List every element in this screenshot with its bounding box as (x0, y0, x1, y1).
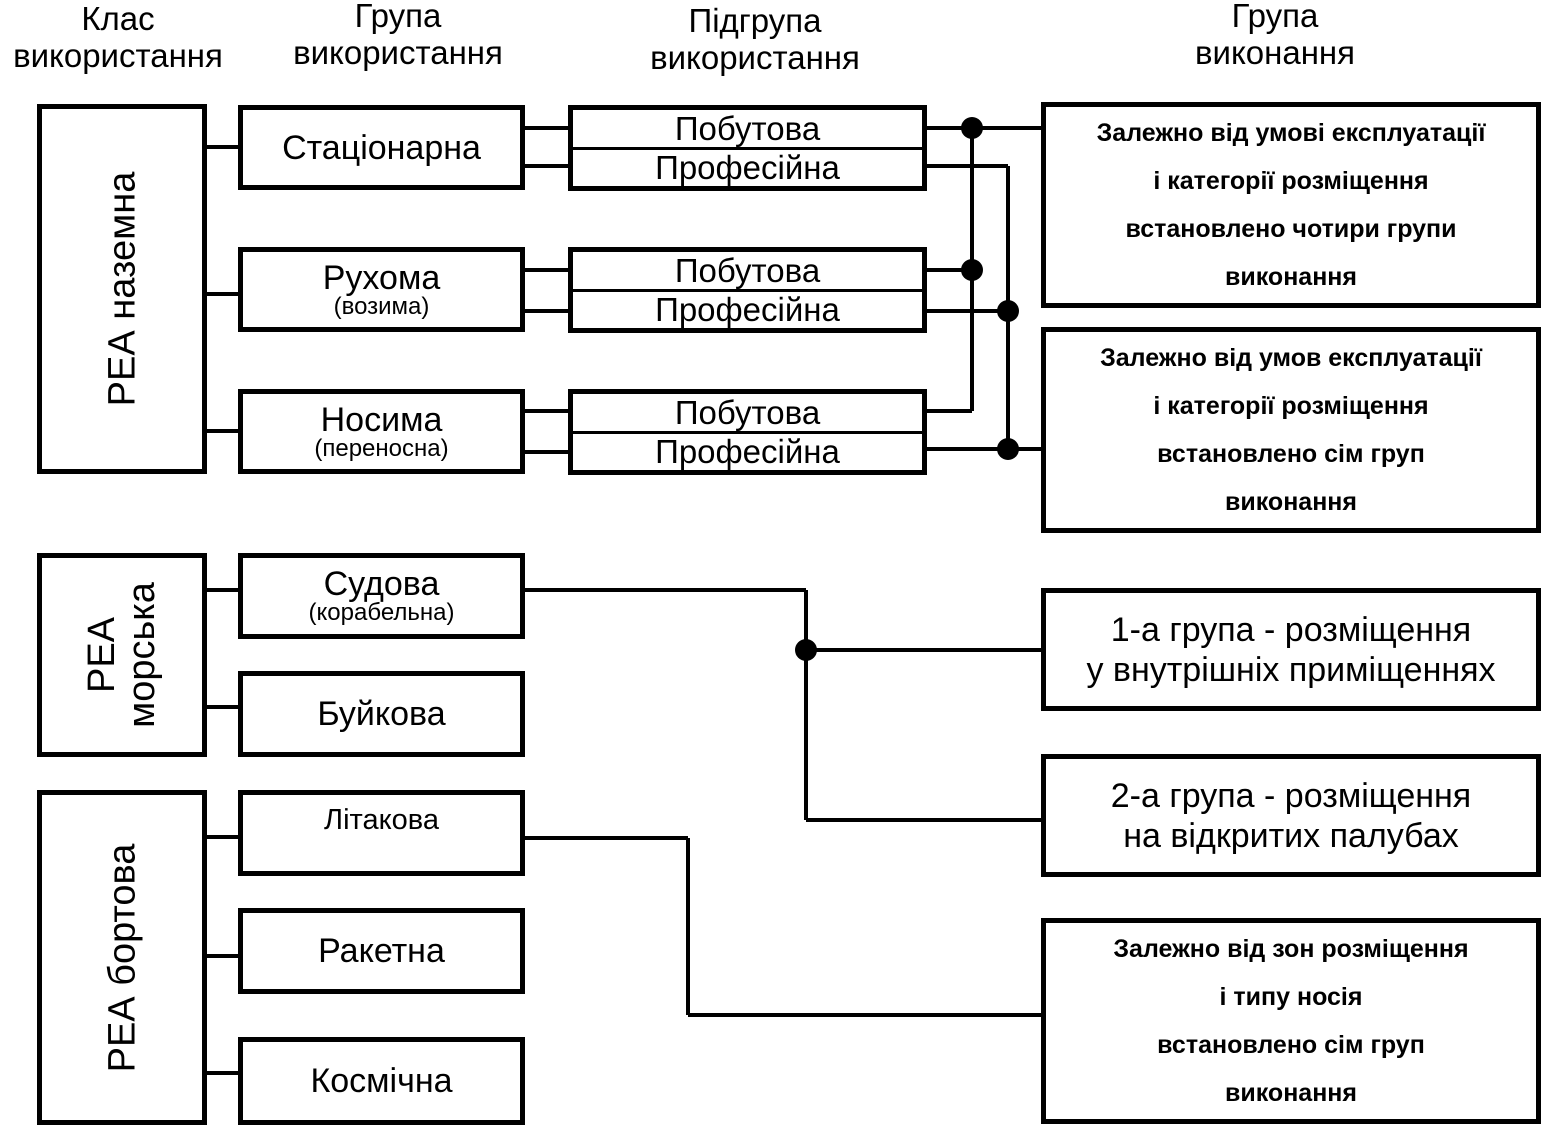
header-subgroup-line2: використання (650, 39, 860, 76)
header-subgroup: Підгрупа використання (620, 2, 890, 76)
class-label-sea-line1: РЕА (80, 616, 123, 694)
class-box-board: РЕА бортова (37, 790, 207, 1125)
group-box-buoy: Буйкова (238, 671, 525, 757)
class-box-ground: РЕА наземна (37, 104, 207, 474)
result-seven-line4: виконання (1225, 488, 1357, 516)
subgroup-professional: Професійна (655, 291, 840, 328)
result-sea2-line2: на відкритих палубах (1123, 816, 1459, 855)
header-class-line1: Клас (81, 0, 155, 37)
result-box-sea-group2: 2-а група - розміщення на відкритих палу… (1041, 754, 1541, 877)
group-note-mobile: (возима) (333, 292, 430, 320)
group-note-ship: (корабельна) (308, 599, 455, 626)
result-board-line1: Залежно від зон розміщення (1113, 935, 1469, 963)
result-sea2-line1: 2-а група - розміщення (1110, 776, 1472, 815)
class-label-ground: РЕА наземна (101, 171, 144, 407)
junction-dot (961, 117, 983, 139)
header-group: Група використання (272, 0, 524, 71)
result-four-line3: встановлено чотири групи (1125, 215, 1457, 243)
group-box-rocket: Ракетна (238, 908, 525, 994)
group-label-stationary: Стаціонарна (282, 128, 481, 167)
result-board-line2: і типу носія (1219, 983, 1363, 1011)
group-box-portable: Носима (переносна) (238, 389, 525, 474)
result-box-seven-ground: Залежно від умов експлуатації і категорі… (1041, 327, 1541, 533)
group-box-ship: Судова (корабельна) (238, 553, 525, 639)
header-group-line1: Група (354, 0, 442, 34)
subgroup-box-stationary: Побутова Професійна (568, 105, 927, 191)
class-box-sea: РЕА морська (37, 553, 207, 757)
result-four-line4: виконання (1225, 263, 1357, 291)
result-seven-line3: встановлено сім груп (1157, 440, 1425, 468)
header-group-line2: використання (293, 34, 503, 71)
result-seven-line1: Залежно від умов експлуатації (1100, 344, 1482, 372)
subgroup-box-mobile: Побутова Професійна (568, 247, 927, 333)
group-label-portable: Носима (320, 400, 443, 439)
junction-dot (997, 300, 1019, 322)
group-label-ship: Судова (323, 565, 440, 603)
subgroup-box-portable: Побутова Професійна (568, 389, 927, 475)
header-exec: Група виконання (1140, 0, 1410, 71)
group-note-portable: (переносна) (314, 434, 449, 462)
subgroup-household: Побутова (573, 394, 922, 434)
result-board-line3: встановлено сім груп (1157, 1031, 1425, 1059)
group-box-mobile: Рухома (возима) (238, 247, 525, 332)
header-class-line2: використання (13, 37, 223, 74)
group-box-aircraft: Літакова (238, 790, 525, 876)
group-label-space: Космічна (310, 1062, 453, 1100)
junction-dot (795, 639, 817, 661)
subgroup-household: Побутова (573, 252, 922, 292)
group-box-space: Космічна (238, 1037, 525, 1125)
class-label-sea-line2: морська (120, 582, 163, 728)
junction-dot (961, 259, 983, 281)
result-board-line4: виконання (1225, 1079, 1357, 1107)
group-box-stationary: Стаціонарна (238, 105, 525, 190)
group-label-aircraft: Літакова (324, 804, 439, 836)
result-box-board-seven: Залежно від зон розміщення і типу носія … (1041, 918, 1541, 1124)
group-label-mobile: Рухома (322, 258, 441, 297)
header-class: Клас використання (0, 0, 236, 74)
result-sea1-line1: 1-а група - розміщення (1110, 610, 1472, 649)
header-exec-line1: Група (1231, 0, 1319, 34)
result-four-line1: Залежно від умові експлуатації (1096, 119, 1486, 147)
result-four-line2: і категорії розміщення (1153, 167, 1429, 195)
result-box-four-groups: Залежно від умові експлуатації і категор… (1041, 102, 1541, 308)
result-seven-line2: і категорії розміщення (1153, 392, 1429, 420)
group-label-buoy: Буйкова (317, 695, 446, 733)
junction-dot (997, 438, 1019, 460)
subgroup-professional: Професійна (655, 149, 840, 186)
result-sea1-line2: у внутрішніх приміщеннях (1086, 650, 1496, 689)
group-label-rocket: Ракетна (318, 932, 445, 970)
result-box-sea-group1: 1-а група - розміщення у внутрішніх прим… (1041, 588, 1541, 711)
subgroup-professional: Професійна (655, 433, 840, 470)
class-label-sea: РЕА морська (80, 582, 163, 728)
header-exec-line2: виконання (1194, 34, 1356, 71)
class-label-board: РЕА бортова (101, 843, 143, 1072)
subgroup-household: Побутова (573, 110, 922, 150)
header-subgroup-line1: Підгрупа (688, 2, 822, 39)
